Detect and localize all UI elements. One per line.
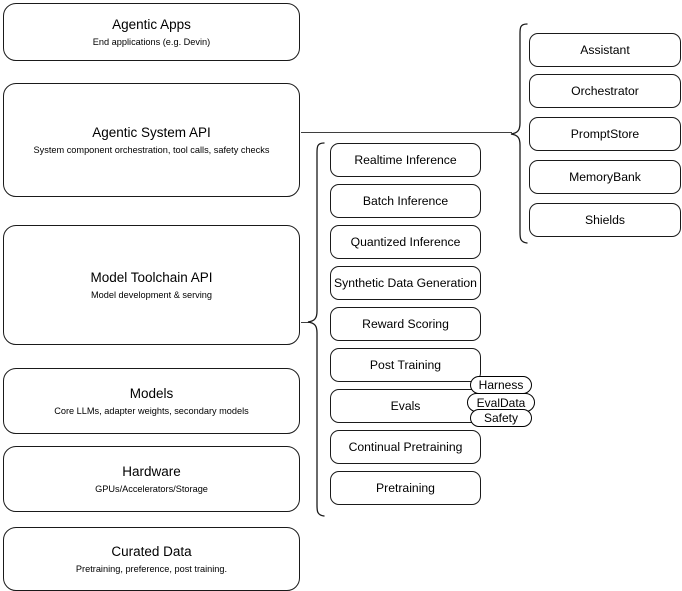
stack-layer-subtitle: System component orchestration, tool cal…: [33, 144, 270, 155]
stack-layer-subtitle: End applications (e.g. Devin): [92, 36, 211, 47]
stack-layer-title: Curated Data: [111, 543, 192, 559]
connector-toolchain-api-to-components: [301, 322, 311, 324]
component-label: MemoryBank: [569, 170, 641, 184]
agentic-component-shields[interactable]: Shields: [529, 203, 681, 237]
toolchain-component-realtime-inference[interactable]: Realtime Inference: [330, 143, 481, 177]
component-label: Evals: [390, 399, 421, 413]
toolchain-component-pretraining[interactable]: Pretraining: [330, 471, 481, 505]
agentic-component-promptstore[interactable]: PromptStore: [529, 117, 681, 151]
stack-layer-agentic-system-api: Agentic System API System component orch…: [3, 83, 300, 197]
component-label: Shields: [585, 213, 625, 227]
component-label: Quantized Inference: [350, 235, 461, 249]
connector-agentic-api-to-components: [301, 132, 512, 134]
agentic-component-memorybank[interactable]: MemoryBank: [529, 160, 681, 194]
component-label: Batch Inference: [362, 194, 449, 208]
toolchain-component-quantized-inference[interactable]: Quantized Inference: [330, 225, 481, 259]
stack-layer-title: Model Toolchain API: [90, 269, 213, 285]
component-label: Pretraining: [376, 481, 435, 495]
agentic-component-orchestrator[interactable]: Orchestrator: [529, 74, 681, 108]
stack-layer-models: Models Core LLMs, adapter weights, secon…: [3, 368, 300, 434]
toolchain-component-synthetic-data-generation[interactable]: Synthetic Data Generation: [330, 266, 481, 300]
eval-tag-safety[interactable]: Safety: [470, 409, 532, 427]
toolchain-component-post-training[interactable]: Post Training: [330, 348, 481, 382]
component-label: Assistant: [580, 43, 630, 57]
component-label: Orchestrator: [571, 84, 639, 98]
toolchain-brace-icon: [306, 141, 326, 519]
stack-layer-subtitle: Pretraining, preference, post training.: [75, 563, 228, 574]
eval-tag-label: Harness: [478, 378, 524, 392]
stack-layer-title: Models: [129, 385, 174, 401]
agentic-brace-icon: [509, 22, 529, 246]
toolchain-component-batch-inference[interactable]: Batch Inference: [330, 184, 481, 218]
agentic-component-assistant[interactable]: Assistant: [529, 33, 681, 67]
stack-layer-title: Agentic System API: [92, 124, 211, 140]
stack-layer-subtitle: Model development & serving: [90, 289, 213, 300]
stack-layer-hardware: Hardware GPUs/Accelerators/Storage: [3, 446, 300, 512]
component-label: Realtime Inference: [354, 153, 457, 167]
component-label: PromptStore: [570, 127, 640, 141]
component-label: Continual Pretraining: [348, 440, 463, 454]
stack-layer-title: Agentic Apps: [112, 16, 191, 32]
component-label: Synthetic Data Generation: [334, 276, 477, 290]
stack-layer-title: Hardware: [122, 463, 181, 479]
eval-tag-harness[interactable]: Harness: [470, 376, 532, 394]
toolchain-component-continual-pretraining[interactable]: Continual Pretraining: [330, 430, 481, 464]
toolchain-component-evals[interactable]: Evals: [330, 389, 481, 423]
stack-layer-model-toolchain-api: Model Toolchain API Model development & …: [3, 225, 300, 345]
eval-tag-evaldata[interactable]: EvalData: [467, 393, 535, 412]
stack-layer-subtitle: GPUs/Accelerators/Storage: [95, 483, 208, 494]
stack-layer-subtitle: Core LLMs, adapter weights, secondary mo…: [54, 405, 249, 416]
stack-layer-agentic-apps: Agentic Apps End applications (e.g. Devi…: [3, 3, 300, 61]
eval-tag-label: Safety: [483, 411, 519, 425]
component-label: Post Training: [369, 358, 442, 372]
toolchain-component-reward-scoring[interactable]: Reward Scoring: [330, 307, 481, 341]
stack-layer-curated-data: Curated Data Pretraining, preference, po…: [3, 527, 300, 591]
eval-tag-label: EvalData: [476, 395, 526, 410]
component-label: Reward Scoring: [362, 317, 449, 331]
